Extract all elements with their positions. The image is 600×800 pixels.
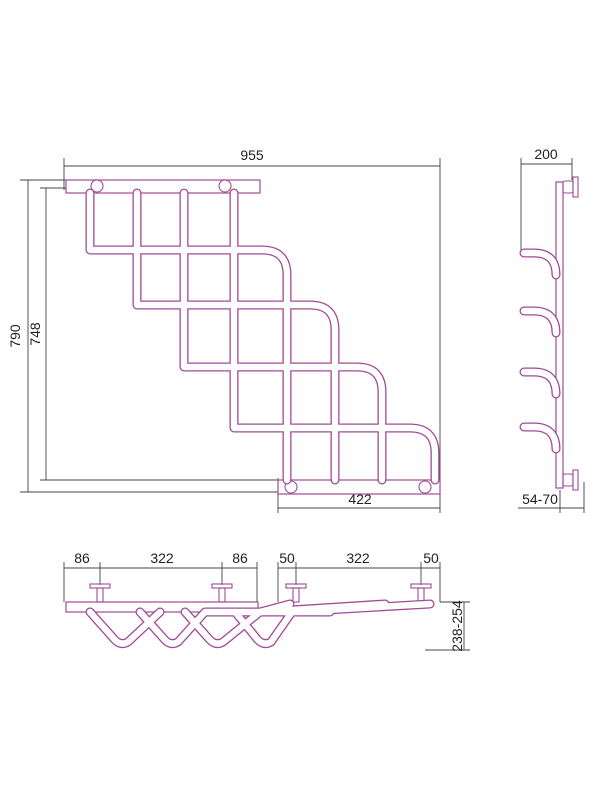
- top-left-dim-1: 86: [74, 550, 90, 566]
- front-inner-height-label: 748: [27, 322, 43, 346]
- side-dimension-lines: [518, 158, 585, 513]
- top-left-dim-3: 86: [232, 550, 248, 566]
- bottom-right-mount: [418, 480, 432, 494]
- front-width-label: 955: [240, 147, 264, 163]
- top-right-mount: [218, 179, 232, 193]
- top-right-dim-2: 322: [346, 550, 370, 566]
- top-view-mounts: [89, 583, 432, 603]
- bottom-mounting-bar: [277, 479, 441, 495]
- front-height-label: 790: [7, 324, 23, 348]
- top-dimension-lines: [63, 562, 470, 651]
- top-view: 86 322 86 50 322 50 238-254: [63, 550, 470, 652]
- front-dimension-lines: [20, 158, 441, 513]
- front-bottom-width-label: 422: [348, 491, 372, 507]
- top-left-mount: [90, 179, 104, 193]
- front-view: 955 790 748 422: [7, 147, 441, 513]
- top-height-label: 238-254: [449, 600, 465, 652]
- side-view: 200 54-70: [518, 146, 585, 513]
- top-right-dim-1: 50: [279, 550, 295, 566]
- top-left-dim-2: 322: [150, 550, 174, 566]
- top-mounting-bar: [65, 179, 261, 194]
- side-wall-gap-label: 54-70: [522, 491, 558, 507]
- side-depth-label: 200: [534, 146, 558, 162]
- front-tubes: [85, 188, 440, 485]
- side-brackets: [562, 176, 579, 491]
- top-right-dim-3: 50: [423, 550, 439, 566]
